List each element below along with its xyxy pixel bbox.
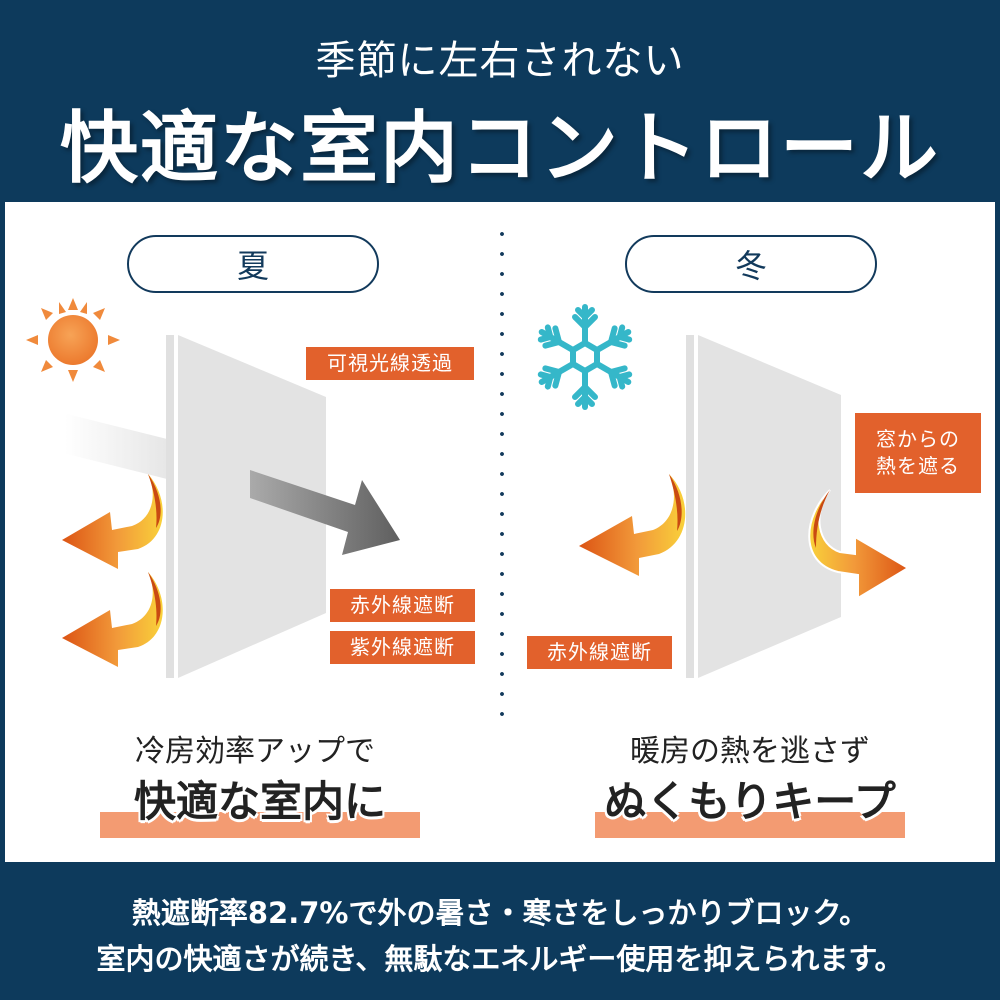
glass-edge-summer [166, 335, 174, 678]
caption-underline-winter [595, 812, 905, 838]
tag-ultraviolet: 紫外線遮断 [330, 631, 475, 664]
header-title: 快適な室内コントロール [59, 104, 940, 194]
tag-heat-block-line1: 窓からの [876, 427, 960, 451]
caption-main-summer: 快適な室内に [133, 777, 386, 826]
header-subtitle: 季節に左右されない [315, 38, 685, 84]
caption-main-winter: ぬくもりキープ [604, 777, 896, 826]
tag-visible-light: 可視光線透過 [306, 347, 474, 380]
caption-main-winter-wrap: ぬくもりキープ [595, 768, 905, 838]
glass-pane-winter [698, 335, 841, 678]
footer-line-1: 熱遮断率82.7%で外の暑さ・寒さをしっかりブロック。 [131, 896, 869, 930]
season-label-summer: 夏 [127, 235, 379, 293]
glass-pane-summer [178, 335, 326, 678]
visible-light-arrow [250, 470, 400, 555]
heat-block-arrow [808, 489, 910, 600]
caption-underline-summer [100, 812, 420, 838]
heat-reflect-arrow-1 [62, 474, 163, 569]
light-beam [65, 413, 173, 481]
tag-infrared-winter: 赤外線遮断 [527, 636, 672, 669]
heat-retain-arrow [579, 474, 686, 576]
caption-sub-winter: 暖房の熱を逃さず [630, 734, 870, 769]
sun-icon [26, 298, 120, 382]
heat-reflect-arrow-2 [62, 572, 163, 667]
caption-sub-summer: 冷房効率アップで [135, 734, 375, 769]
caption-main-summer-wrap: 快適な室内に [100, 768, 420, 838]
comparison-panel: 夏 [5, 202, 995, 862]
tag-heat-block-line2: 熱を遮る [876, 454, 960, 478]
tag-infrared-summer: 赤外線遮断 [330, 589, 475, 622]
footer-line-2: 室内の快適さが続き、無駄なエネルギー使用を抑えられます。 [96, 942, 904, 976]
season-divider [500, 224, 504, 724]
snowflake-icon [535, 304, 635, 412]
glass-edge-winter [686, 335, 694, 678]
tag-heat-block: 窓からの 熱を遮る [855, 413, 981, 493]
season-label-winter: 冬 [625, 235, 877, 293]
